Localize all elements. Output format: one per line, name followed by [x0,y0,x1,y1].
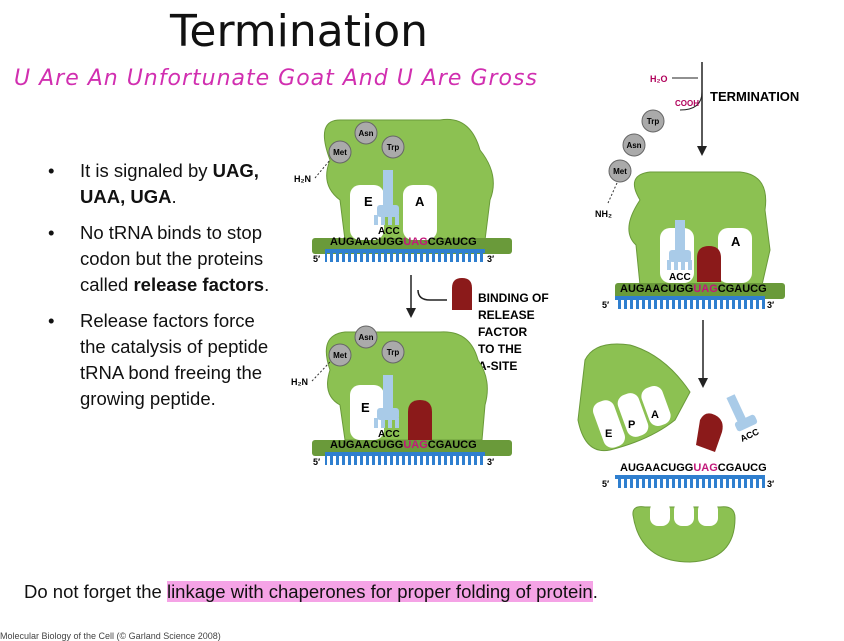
amino-terminus-label: H₂N [291,377,308,387]
bullet-item: It is signaled by UAG, UAA, UGA. [44,158,274,210]
site-label: E [361,400,370,415]
trna-icon [726,394,758,432]
release-factor-icon [452,278,472,310]
termination-label: TERMINATION [710,89,799,104]
anticodon-label: ACC [669,272,691,283]
mrna-sequence: AUGAACUGGUAGCGAUCG [620,283,767,295]
binding-label-line: A-SITE [478,359,517,373]
five-prime-label: 5′ [313,254,320,264]
five-prime-label: 5′ [602,300,609,310]
mrna-sequence: AUGAACUGGUAGCGAUCG [330,439,477,451]
amino-acid-label: Met [333,351,347,360]
site-label: A [415,194,425,209]
release-factor-icon [697,246,721,282]
dissociated-large-subunit: E P A [577,343,691,452]
amino-terminus-label: H₂N [294,174,311,184]
binding-arrow: BINDING OF RELEASE FACTOR TO THE A-SITE [406,275,549,373]
site-label: E [364,194,373,209]
ribosome-panel-1: Met Asn Trp H₂N E A ACC AUGAACUGGUAGCGAU… [294,118,512,264]
page-title: Termination [170,6,429,57]
release-factor-icon [408,400,432,440]
citation: Molecular Biology of the Cell (© Garland… [0,631,221,641]
bullet-list: It is signaled by UAG, UAA, UGA. No tRNA… [44,158,274,422]
bullet-item: No tRNA binds to stop codon but the prot… [44,220,274,298]
amino-acid-label: Met [613,167,627,176]
mrna-sequence: AUGAACUGGUAGCGAUCG [330,236,477,248]
amino-acid-label: Trp [387,348,400,357]
release-factor-icon [696,413,723,452]
binding-label-line: RELEASE [478,308,535,322]
trna-icon [374,375,399,428]
anticodon-label: ACC [378,226,400,237]
ribosome-panel-2: Met Asn Trp H₂N E ACC AUGAACUGGUAGCGAUCG… [291,325,512,467]
anticodon-label: ACC [378,429,400,440]
amino-acid-label: Trp [387,143,400,152]
trna-icon [374,170,399,225]
water-label: H₂O [650,74,668,84]
dissociated-small-subunit [632,502,736,563]
highlighted-text: linkage with chaperones for proper foldi… [166,581,593,602]
amino-acid-label: Trp [647,117,660,126]
amino-acid-label: Asn [358,129,373,138]
trna-icon [667,220,692,270]
amino-acid-label: Asn [626,141,641,150]
amino-terminus-label: NH₂ [595,209,612,219]
bullet-item: Release factors force the catalysis of p… [44,308,274,412]
site-label: A [651,409,659,421]
carboxyl-label: COOH [675,99,699,108]
footer-note: Do not forget the linkage with chaperone… [24,581,598,602]
five-prime-label: 5′ [602,479,609,489]
site-label: A [731,234,741,249]
three-prime-label: 3′ [487,457,494,467]
three-prime-label: 3′ [767,479,774,489]
three-prime-label: 3′ [767,300,774,310]
site-label: P [628,419,635,431]
handwritten-mnemonic: U Are An Unfortunate Goat And U Are Gros… [14,66,538,91]
mrna-sequence: AUGAACUGGUAGCGAUCG [620,462,767,474]
site-label: E [605,428,612,440]
termination-panel: TERMINATION H₂O COOH Trp Asn Met NH₂ A A… [577,62,799,563]
amino-acid-label: Met [333,148,347,157]
binding-label-line: TO THE [478,342,522,356]
binding-label-line: BINDING OF [478,291,549,305]
binding-label-line: FACTOR [478,325,527,339]
five-prime-label: 5′ [313,457,320,467]
three-prime-label: 3′ [487,254,494,264]
amino-acid-label: Asn [358,333,373,342]
